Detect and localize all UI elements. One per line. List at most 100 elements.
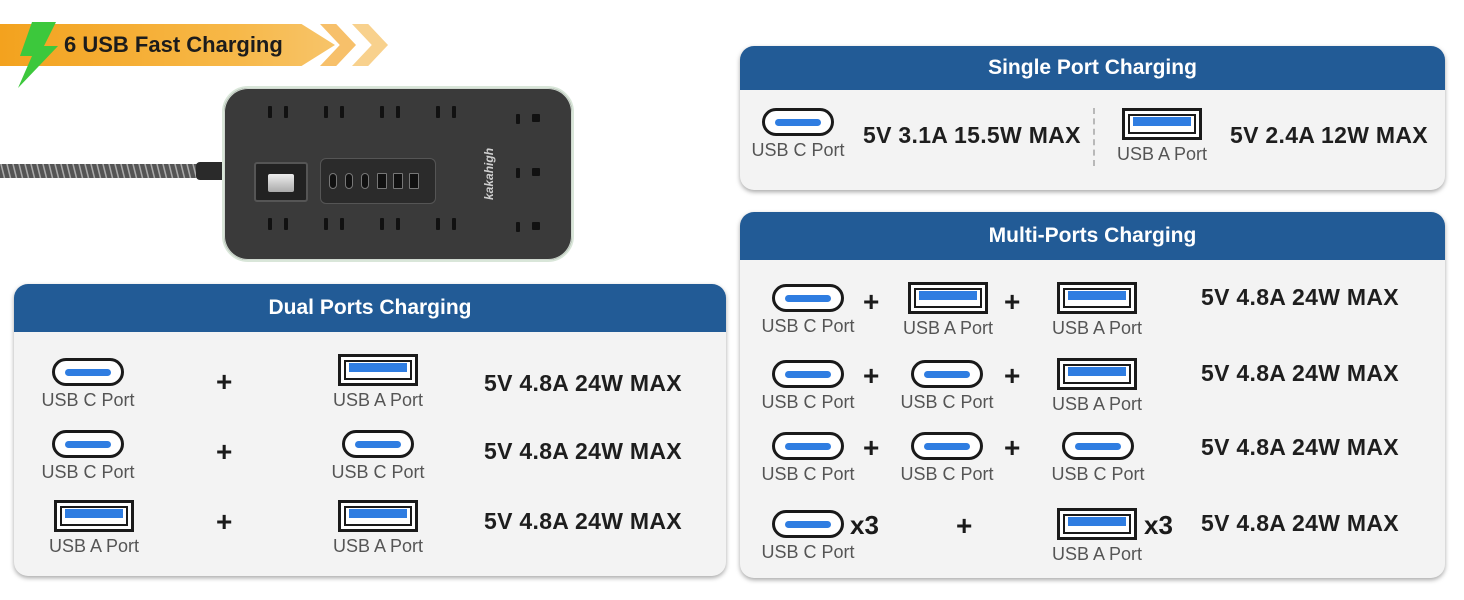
usb-c-port: USB C Port: [758, 284, 858, 337]
usb-c-port: USB C Port: [758, 510, 858, 563]
plus-icon: +: [863, 286, 880, 317]
port-label: USB C Port: [761, 392, 855, 412]
port-label: USB C Port: [761, 464, 855, 484]
ac-outlet: [434, 214, 460, 236]
charging-spec: 5V 4.8A 24W MAX: [1201, 510, 1399, 536]
usb-a-port: USB A Port: [44, 500, 144, 557]
port-label: USB A Port: [48, 536, 140, 556]
ac-outlet: [322, 102, 348, 124]
port-label: USB C Port: [751, 140, 845, 160]
usb-c-port: USB C Port: [38, 358, 138, 411]
port-label: USB C Port: [1051, 464, 1145, 484]
charging-spec: 5V 4.8A 24W MAX: [1201, 360, 1399, 386]
power-strip-image: kakahigh: [222, 86, 574, 262]
usb-c-icon: [772, 360, 844, 388]
plus-icon: +: [1004, 286, 1021, 317]
usb-c-icon: [52, 430, 124, 458]
banner-title: 6 USB Fast Charging: [64, 32, 283, 57]
port-label: USB A Port: [1051, 394, 1143, 414]
usb-a-icon: [1122, 108, 1202, 140]
ac-outlet: [514, 110, 540, 132]
ac-outlet: [322, 214, 348, 236]
lightning-bolt-icon: [18, 22, 58, 88]
port-label: USB C Port: [761, 316, 855, 336]
divider: [1093, 108, 1095, 166]
usb-a-icon: [54, 500, 134, 532]
charging-spec: 5V 4.8A 24W MAX: [484, 438, 682, 464]
port-label: USB A Port: [332, 536, 424, 556]
port-label: USB C Port: [41, 462, 135, 482]
usb-c-port: USB C Port: [758, 360, 858, 413]
usb-c-icon: [342, 430, 414, 458]
port-multiplier: x3: [1144, 510, 1173, 540]
multi-ports-title: Multi-Ports Charging: [740, 212, 1445, 260]
usb-c-port: USB C Port: [758, 432, 858, 485]
charging-spec: 5V 4.8A 24W MAX: [484, 370, 682, 396]
usb-c-port: USB C Port: [1048, 432, 1148, 485]
plus-icon: +: [863, 432, 880, 463]
usb-c-port: USB C Port: [897, 432, 997, 485]
ac-outlet: [514, 164, 540, 186]
charging-spec: 5V 4.8A 24W MAX: [1201, 434, 1399, 460]
dual-ports-card: Dual Ports Charging USB C Port + USB A P…: [14, 284, 726, 576]
usb-port-panel: [320, 158, 436, 204]
port-label: USB A Port: [1051, 544, 1143, 564]
plus-icon: +: [1004, 360, 1021, 391]
usb-a-port: USB A Port: [328, 500, 428, 557]
usb-c-icon: [772, 432, 844, 460]
plus-icon: +: [216, 436, 233, 467]
usb-a-icon: [338, 354, 418, 386]
usb-c-port: USB C Port: [38, 430, 138, 483]
power-switch: [254, 162, 308, 202]
usb-c-icon: [911, 360, 983, 388]
ac-outlet: [434, 102, 460, 124]
port-label: USB A Port: [1051, 318, 1143, 338]
plus-icon: +: [956, 510, 973, 541]
port-label: USB C Port: [900, 392, 994, 412]
usb-c-icon: [52, 358, 124, 386]
banner-ribbon: [0, 24, 335, 66]
usb-a-icon: [1057, 282, 1137, 314]
usb-a-port: USB A Port: [1047, 282, 1147, 339]
power-cord: [0, 162, 228, 180]
charging-spec: 5V 3.1A 15.5W MAX: [863, 122, 1081, 148]
chevron-arrow-icon: [352, 24, 388, 66]
usb-c-icon: [911, 432, 983, 460]
port-label: USB A Port: [902, 318, 994, 338]
usb-c-icon: [762, 108, 834, 136]
charging-spec: 5V 2.4A 12W MAX: [1230, 122, 1428, 148]
usb-a-port: USB A Port: [1047, 358, 1147, 415]
port-label: USB A Port: [1116, 144, 1208, 164]
usb-c-icon: [772, 510, 844, 538]
usb-c-icon: [772, 284, 844, 312]
plus-icon: +: [216, 506, 233, 537]
ac-outlet: [514, 218, 540, 240]
banner: 6 USB Fast Charging: [0, 22, 400, 88]
plus-icon: +: [863, 360, 880, 391]
brand-logo: kakahigh: [482, 147, 496, 200]
usb-a-icon: [1057, 358, 1137, 390]
usb-c-port: USB C Port: [748, 108, 848, 161]
charging-spec: 5V 4.8A 24W MAX: [484, 508, 682, 534]
port-label: USB C Port: [900, 464, 994, 484]
usb-a-icon: [908, 282, 988, 314]
usb-a-icon: [338, 500, 418, 532]
ac-outlet: [266, 102, 292, 124]
ac-outlet: [266, 214, 292, 236]
port-label: USB C Port: [331, 462, 425, 482]
dual-ports-title: Dual Ports Charging: [14, 284, 726, 332]
port-label: USB A Port: [332, 390, 424, 410]
single-port-title: Single Port Charging: [740, 46, 1445, 90]
usb-c-port: USB C Port: [328, 430, 428, 483]
plus-icon: +: [1004, 432, 1021, 463]
multi-ports-card: Multi-Ports Charging USB C Port + USB A …: [740, 212, 1445, 578]
ac-outlet: [378, 214, 404, 236]
single-port-card: Single Port Charging USB C Port 5V 3.1A …: [740, 46, 1445, 190]
usb-a-port: USB A Port: [1047, 508, 1147, 565]
charging-spec: 5V 4.8A 24W MAX: [1201, 284, 1399, 310]
port-label: USB C Port: [41, 390, 135, 410]
ac-outlet: [378, 102, 404, 124]
plus-icon: +: [216, 366, 233, 397]
usb-a-port: USB A Port: [898, 282, 998, 339]
usb-a-port: USB A Port: [328, 354, 428, 411]
